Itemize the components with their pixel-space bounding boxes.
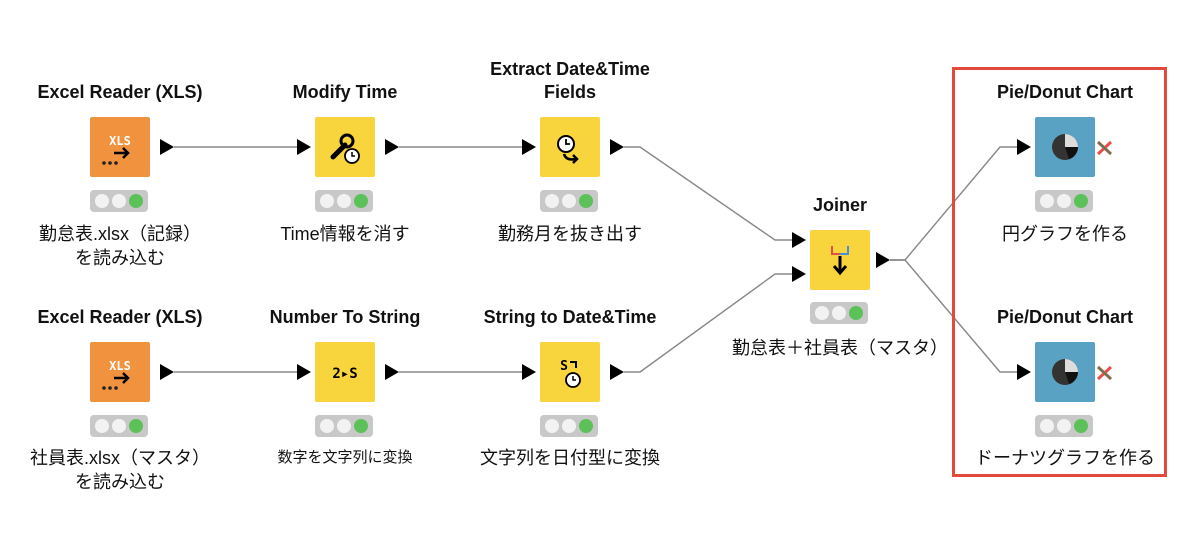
status-light-green bbox=[129, 419, 143, 433]
joiner-icon[interactable] bbox=[810, 230, 870, 290]
node-description[interactable]: Time情報を消す bbox=[280, 224, 410, 244]
status-light-green bbox=[1074, 419, 1088, 433]
status-light-yellow bbox=[562, 194, 576, 208]
status-light-red bbox=[95, 419, 109, 433]
status-light-green bbox=[354, 194, 368, 208]
xls-label: XLS bbox=[109, 134, 131, 148]
input-port[interactable] bbox=[1017, 139, 1031, 155]
node-description[interactable]: ドーナツグラフを作る bbox=[975, 448, 1155, 468]
desc-line-2: を読み込む bbox=[75, 248, 165, 268]
status-light-green bbox=[579, 419, 593, 433]
output-port[interactable] bbox=[610, 139, 624, 155]
output-port[interactable] bbox=[160, 139, 174, 155]
desc-line-2: を読み込む bbox=[75, 472, 165, 492]
node-description[interactable]: 勤怠表＋社員表（マスタ） bbox=[732, 338, 948, 358]
status-light-green bbox=[1074, 194, 1088, 208]
status-light-red bbox=[95, 194, 109, 208]
status-traffic-light bbox=[315, 415, 373, 437]
number-to-string-icon[interactable]: 2▸S bbox=[315, 342, 375, 402]
wire-str2date-joiner[interactable] bbox=[624, 273, 792, 373]
str2date-label: S bbox=[560, 359, 568, 374]
status-light-green bbox=[849, 306, 863, 320]
status-light-green bbox=[579, 194, 593, 208]
output-port[interactable] bbox=[385, 139, 399, 155]
output-port[interactable] bbox=[385, 364, 399, 380]
status-light-yellow bbox=[337, 419, 351, 433]
status-traffic-light bbox=[90, 190, 148, 212]
node-description[interactable]: 数字を文字列に変換 bbox=[277, 449, 413, 466]
input-port[interactable] bbox=[522, 139, 536, 155]
num2str-label: 2▸S bbox=[332, 366, 357, 382]
node-description[interactable]: 勤怠表.xlsx（記録） を読み込む bbox=[0, 222, 250, 270]
status-light-green bbox=[129, 194, 143, 208]
status-light-red bbox=[1040, 194, 1054, 208]
node-description[interactable]: 社員表.xlsx（マスタ） を読み込む bbox=[0, 446, 250, 494]
status-light-red bbox=[320, 419, 334, 433]
status-light-yellow bbox=[832, 306, 846, 320]
desc-line-1: 勤怠表.xlsx（記録） bbox=[39, 224, 201, 244]
input-port[interactable] bbox=[522, 364, 536, 380]
output-port[interactable] bbox=[160, 364, 174, 380]
pie-chart-icon[interactable] bbox=[1035, 342, 1095, 402]
status-light-green bbox=[354, 419, 368, 433]
input-port[interactable] bbox=[297, 364, 311, 380]
status-light-yellow bbox=[1057, 194, 1071, 208]
input-port[interactable] bbox=[297, 139, 311, 155]
output-port[interactable] bbox=[876, 252, 890, 268]
output-port[interactable] bbox=[610, 364, 624, 380]
status-traffic-light bbox=[1035, 415, 1093, 437]
wire-extract-joiner[interactable] bbox=[624, 146, 792, 241]
status-traffic-light bbox=[810, 302, 868, 324]
clock-extract-icon[interactable] bbox=[540, 117, 600, 177]
node-title: String to Date&Time bbox=[483, 307, 657, 327]
no-output-icon bbox=[1096, 140, 1113, 156]
node-description[interactable]: 円グラフを作る bbox=[1002, 224, 1128, 244]
status-traffic-light bbox=[540, 415, 598, 437]
title-line-2: Fields bbox=[543, 82, 596, 102]
status-light-red bbox=[1040, 419, 1054, 433]
node-title: Joiner bbox=[812, 195, 868, 215]
input-port[interactable] bbox=[1017, 364, 1031, 380]
node-title: Excel Reader (XLS) bbox=[37, 82, 203, 102]
status-light-red bbox=[545, 194, 559, 208]
status-light-red bbox=[320, 194, 334, 208]
status-light-yellow bbox=[1057, 419, 1071, 433]
node-title: Modify Time bbox=[292, 82, 398, 102]
node-title: Excel Reader (XLS) bbox=[37, 307, 203, 327]
xls-label: XLS bbox=[109, 359, 131, 373]
input-port-right[interactable] bbox=[792, 266, 806, 282]
status-light-yellow bbox=[112, 194, 126, 208]
no-output-icon bbox=[1096, 365, 1113, 381]
status-traffic-light bbox=[315, 190, 373, 212]
node-title: Pie/Donut Chart bbox=[996, 82, 1133, 102]
title-line-1: Extract Date&Time bbox=[490, 59, 650, 79]
pie-chart-icon[interactable] bbox=[1035, 117, 1095, 177]
status-traffic-light bbox=[90, 415, 148, 437]
status-light-red bbox=[545, 419, 559, 433]
node-description[interactable]: 文字列を日付型に変換 bbox=[480, 448, 660, 468]
desc-line-1: 社員表.xlsx（マスタ） bbox=[30, 448, 210, 468]
status-traffic-light bbox=[540, 190, 598, 212]
status-light-red bbox=[815, 306, 829, 320]
highlight-box bbox=[952, 67, 1167, 477]
node-title: Number To String bbox=[269, 307, 421, 327]
status-light-yellow bbox=[337, 194, 351, 208]
wrench-clock-icon[interactable] bbox=[315, 117, 375, 177]
input-port-left[interactable] bbox=[792, 232, 806, 248]
xls-reader-icon[interactable]: XLS bbox=[90, 117, 150, 177]
status-traffic-light bbox=[1035, 190, 1093, 212]
xls-reader-icon[interactable]: XLS bbox=[90, 342, 150, 402]
status-light-yellow bbox=[562, 419, 576, 433]
status-light-yellow bbox=[112, 419, 126, 433]
string-to-date-icon[interactable]: S bbox=[540, 342, 600, 402]
node-description[interactable]: 勤務月を抜き出す bbox=[498, 224, 642, 244]
node-title: Pie/Donut Chart bbox=[996, 307, 1133, 327]
node-title: Extract Date&Time Fields bbox=[460, 58, 680, 104]
